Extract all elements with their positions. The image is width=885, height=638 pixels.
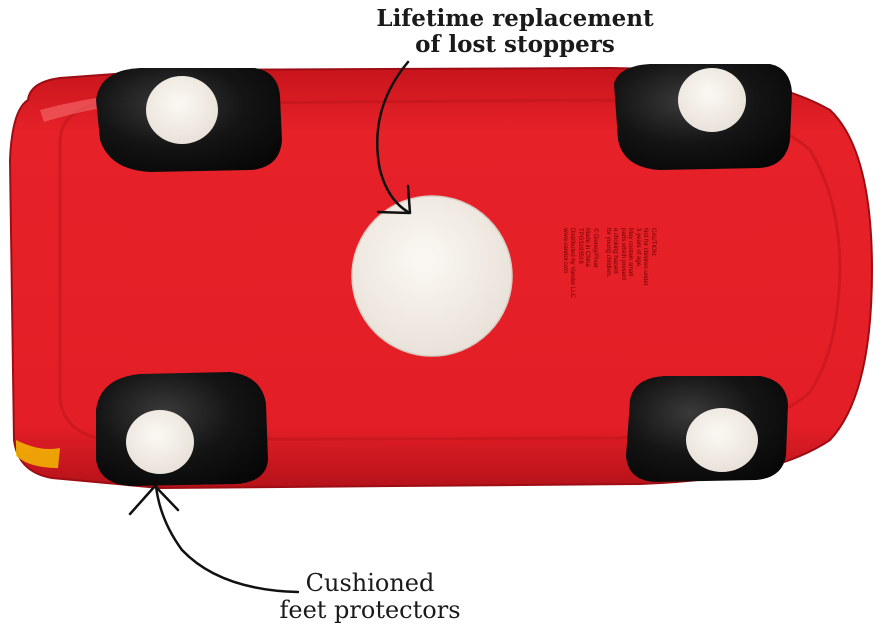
caution-line: May contain small [627,228,634,277]
stopper [351,195,513,357]
maker-line: www.vandor.com [562,228,568,274]
caution-line: 3 years of age. [635,228,641,268]
foot-pad-icon [146,76,218,144]
side-decal [16,440,60,468]
tire-front-left [96,68,282,172]
caution-line: a choking hazard [612,228,619,274]
maker-line: Made in China [584,228,591,267]
caution-line: CAUTION: [650,228,656,257]
foot-pad-icon [686,408,758,472]
foot-pad-icon [126,410,194,474]
arrowhead-icon [376,184,412,215]
maker-line: TPG3193518 [577,228,583,264]
tire-rear-left [96,372,268,486]
tire-rear-right [626,376,788,482]
feet-callout-line2: feet protectors [279,595,461,624]
maker-line: Distributed by Vandor LLC [569,228,576,298]
feet-callout: Cushioned feet protectors [210,570,530,624]
stopper-callout: Lifetime replacement of lost stoppers [330,6,700,58]
caution-line: for young children. [605,228,611,278]
maker-line: © Disney/Pixar [592,228,598,268]
feet-callout-line1: Cushioned [305,569,435,597]
stopper-callout-line1: Lifetime replacement [376,5,654,32]
arrow-to-stopper [376,60,410,214]
stopper-callout-line2: of lost stoppers [415,30,615,58]
caution-line: Not for children under [642,228,649,286]
arrow-to-feet [154,484,300,594]
foot-pad-icon [678,68,746,132]
arrowhead-icon [128,484,180,516]
caution-line: parts which present [620,228,626,281]
tire-front-right [614,64,792,170]
